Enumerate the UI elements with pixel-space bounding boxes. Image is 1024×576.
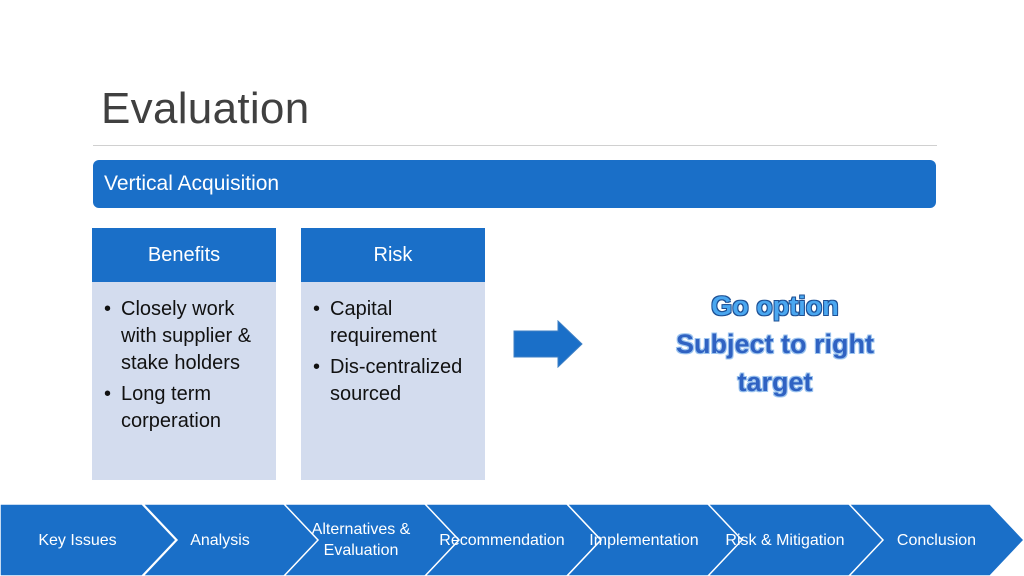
risk-body: Capital requirement Dis-centralized sour… (301, 282, 485, 480)
process-step-shape[interactable] (847, 504, 1024, 576)
process-step-4[interactable]: Recommendation (439, 531, 565, 549)
process-step-6[interactable]: Risk & Mitigation (725, 531, 845, 549)
risk-item: Dis-centralized sourced (311, 354, 475, 408)
page-title: Evaluation (101, 84, 310, 133)
outcome-line: Subject to right (676, 329, 874, 359)
process-step-shape[interactable] (565, 504, 745, 576)
right-arrow-icon (513, 320, 583, 368)
title-divider (93, 145, 937, 146)
risk-card: Risk Capital requirement Dis-centralized… (301, 228, 485, 480)
go-option-callout: Go option Subject to right target (640, 287, 910, 401)
process-step-1[interactable]: Key Issues (38, 531, 117, 549)
section-banner: Vertical Acquisition (93, 160, 936, 208)
process-step-shape[interactable] (282, 504, 462, 576)
outcome-line: target (737, 367, 813, 397)
outcome-line: Go option (711, 291, 839, 321)
risk-header: Risk (301, 228, 485, 282)
process-step-5[interactable]: Implementation (589, 531, 699, 549)
benefit-item: Closely work with supplier & stake holde… (102, 296, 266, 377)
chevron-shapes (0, 504, 1024, 576)
process-step-shape[interactable] (706, 504, 886, 576)
process-step-shape[interactable] (423, 504, 603, 576)
process-step-3[interactable]: Alternatives & Evaluation (311, 521, 411, 559)
benefits-header: Benefits (92, 228, 276, 282)
process-step-2[interactable]: Analysis (190, 531, 250, 549)
benefit-item: Long term corperation (102, 381, 266, 435)
benefits-card: Benefits Closely work with supplier & st… (92, 228, 276, 480)
process-step-shape[interactable] (141, 504, 321, 576)
process-step-7[interactable]: Conclusion (896, 531, 977, 549)
benefits-body: Closely work with supplier & stake holde… (92, 282, 276, 480)
risk-item: Capital requirement (311, 296, 475, 350)
process-chevron-bar: Key Issues Analysis Alternatives & Evaluat… (0, 504, 1024, 576)
